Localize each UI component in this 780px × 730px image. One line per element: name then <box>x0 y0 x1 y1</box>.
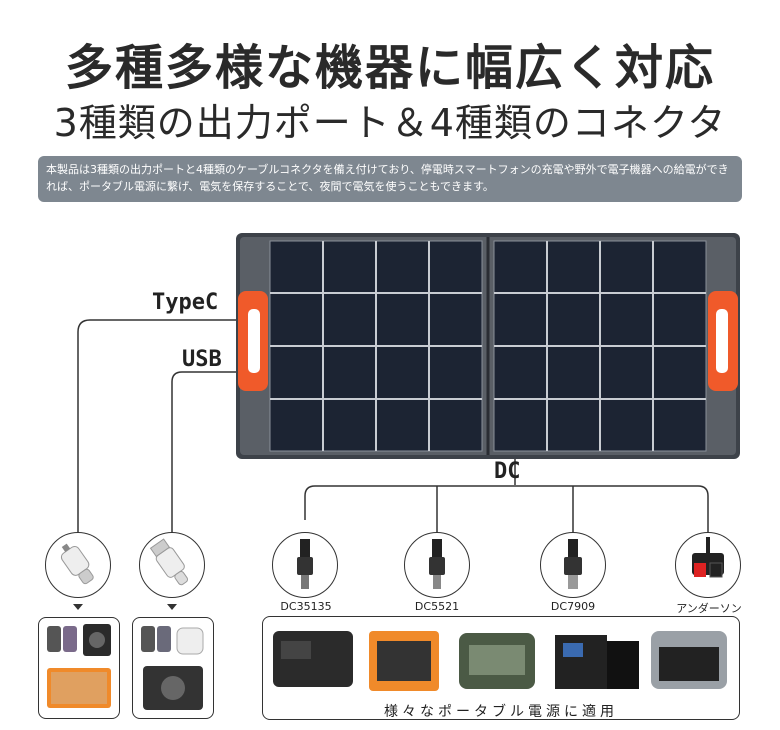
usb-label: USB <box>182 347 222 372</box>
solar-panel <box>236 233 740 459</box>
connector-label-dc5521: DC5521 <box>414 600 460 613</box>
dc7909-connector-icon <box>540 532 606 598</box>
power-stations-box: 様々なポータブル電源に適用 <box>262 616 740 720</box>
typec-cable-icon <box>45 532 111 598</box>
connector-label-anderson: アンダーソン <box>676 602 742 615</box>
headline: 多種多様な機器に幅広く対応 <box>64 40 715 96</box>
connector-label-dc7909: DC7909 <box>550 600 596 613</box>
description-box: 本製品は3種類の出力ポートと4種類のケーブルコネクタを備え付けており、停電時スマ… <box>38 156 742 202</box>
typec-arrow-icon <box>73 604 83 610</box>
dc-label: DC <box>494 459 521 484</box>
usb-devices-box <box>132 617 214 719</box>
usb-arrow-icon <box>167 604 177 610</box>
power-stations-illustration <box>273 631 727 691</box>
subheadline: 3種類の出力ポート＆4種類のコネクタ <box>53 101 727 145</box>
typec-devices-box <box>38 617 120 719</box>
dc5521-connector-icon <box>404 532 470 598</box>
power-station-caption: 様々なポータブル電源に適用 <box>384 704 618 720</box>
dc35135-connector-icon <box>272 532 338 598</box>
anderson-connector-icon <box>675 532 741 598</box>
typec-label: TypeC <box>152 290 219 315</box>
solar-panel-illustration <box>236 233 740 459</box>
usb-cable-icon <box>139 532 205 598</box>
connector-label-dc35135: DC35135 <box>280 600 332 613</box>
